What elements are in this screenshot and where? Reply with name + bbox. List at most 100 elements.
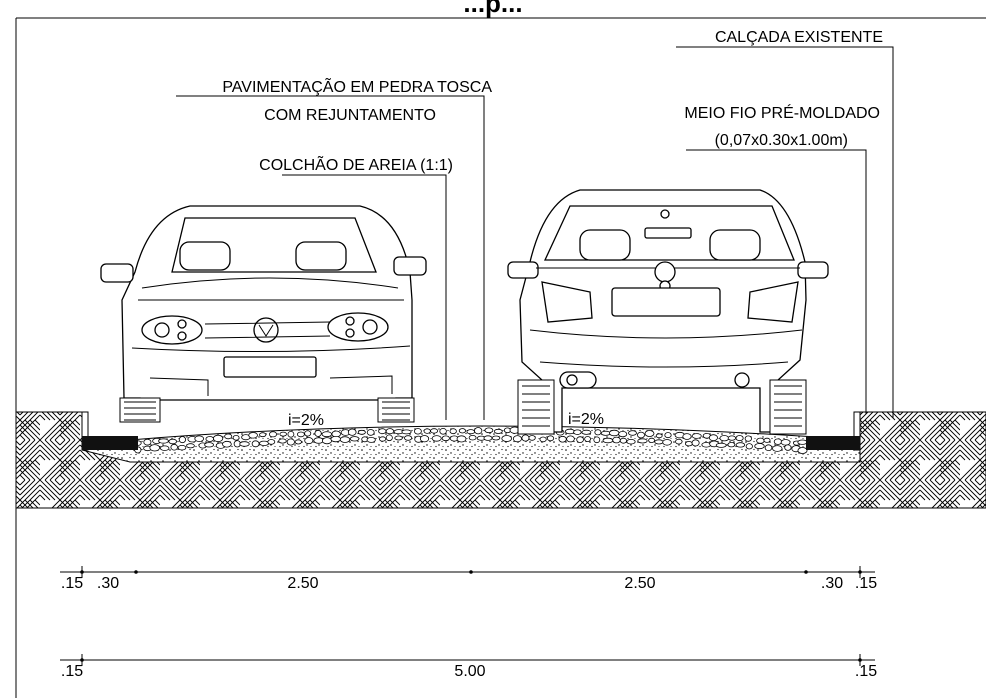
cobblestone [675,438,683,445]
cobblestone [664,432,672,439]
label-meio-fio-line2: (0,07x0.30x1.00m) [715,132,848,149]
cobblestone [468,435,477,441]
cobblestone [644,430,655,437]
car-front-view [100,205,427,423]
cobblestone [205,436,215,442]
cobblestone [626,439,636,445]
cobblestone [521,434,530,442]
cobblestone [573,429,582,435]
cobblestone [385,434,393,442]
cobblestone [512,435,522,443]
cobblestone [349,436,360,442]
cobblestone [287,430,295,438]
cobblestone [458,428,466,434]
cobblestone [735,435,744,442]
dimension-line-row-2 [60,654,875,666]
cobblestone [662,439,672,446]
cobblestone [394,435,403,441]
slope-label-right: i=2% [568,411,604,428]
label-pavimentacao-line1: PAVIMENTAÇÃO EM PEDRA TOSCA [222,76,492,96]
cobblestone [449,428,457,435]
cobblestone [178,436,186,444]
cobblestone [754,443,765,450]
cobblestone [158,438,169,444]
cobblestone [628,430,637,436]
cobblestone [719,435,730,442]
label-calcada-existente: CALÇADA EXISTENTE [715,29,883,46]
cobblestone [186,443,195,449]
cobblestone [466,429,476,435]
dim-row1-250-left: 2.50 [287,575,318,592]
cobblestone [248,432,258,439]
cobblestone [304,430,312,437]
cobblestone [474,427,483,435]
cobblestone [609,429,620,437]
cobblestone [691,439,700,447]
cobblestone [168,438,178,445]
cobblestone [259,432,267,438]
car-rear-view [507,189,829,435]
cobblestone [600,430,611,436]
cobblestone [357,429,366,435]
cobblestone [170,443,178,451]
cobblestone [204,442,215,448]
cobblestone [546,435,555,442]
cobblestone [654,439,664,445]
cobblestone [558,435,567,443]
cobblestone [539,436,547,443]
cobblestone [403,435,413,441]
cobblestone [784,444,792,451]
dimension-line-row-1 [60,566,875,578]
cobblestone [594,429,602,436]
cobblestone [691,433,702,439]
cobblestone [378,428,387,435]
cobblestone [756,437,765,444]
cobblestone [581,429,592,435]
drawing-title: ...p... [463,0,522,18]
cobblestone [764,444,773,452]
cobblestone [258,440,270,446]
cobblestone [314,429,322,437]
cobblestone [715,442,727,448]
cobblestone [313,437,324,444]
cobblestone [576,436,584,443]
cobblestone [279,431,287,437]
dim-row1-250-right: 2.50 [624,575,655,592]
cobblestone [286,438,295,446]
cobblestone [797,447,808,454]
cobblestone [772,445,783,452]
cobblestone [224,433,233,440]
cobblestone [430,428,439,434]
cobblestone [159,445,170,451]
cobblestone [296,431,305,438]
cobblestone [685,441,693,447]
dim-row1-015-left: .15 [61,575,83,592]
cobblestone [456,435,467,443]
cobblestone [268,431,277,438]
cobblestone [484,427,494,434]
dim-row1-015-right: .15 [855,575,877,592]
cobblestone [773,438,783,445]
cobblestone [744,435,752,442]
cobblestone [413,428,422,435]
cobblestone [321,437,332,445]
cobblestone [727,442,736,448]
cobblestone [222,440,232,448]
cobblestone [566,435,575,443]
cobblestone [655,433,663,439]
curb-left-base [82,436,138,450]
cobblestone [347,428,357,436]
cobblestone [213,434,224,442]
dim-row2-500: 5.00 [454,663,485,680]
cobblestone [401,429,412,435]
cobblestone [419,435,430,443]
cobblestone [267,439,276,445]
cobblestone [602,437,614,444]
cobblestone [431,435,442,442]
cobblestone [780,439,791,446]
cobblestone [637,431,645,439]
cobblestone [251,440,260,448]
cobblestone [501,435,513,442]
cobblestone [339,436,351,443]
